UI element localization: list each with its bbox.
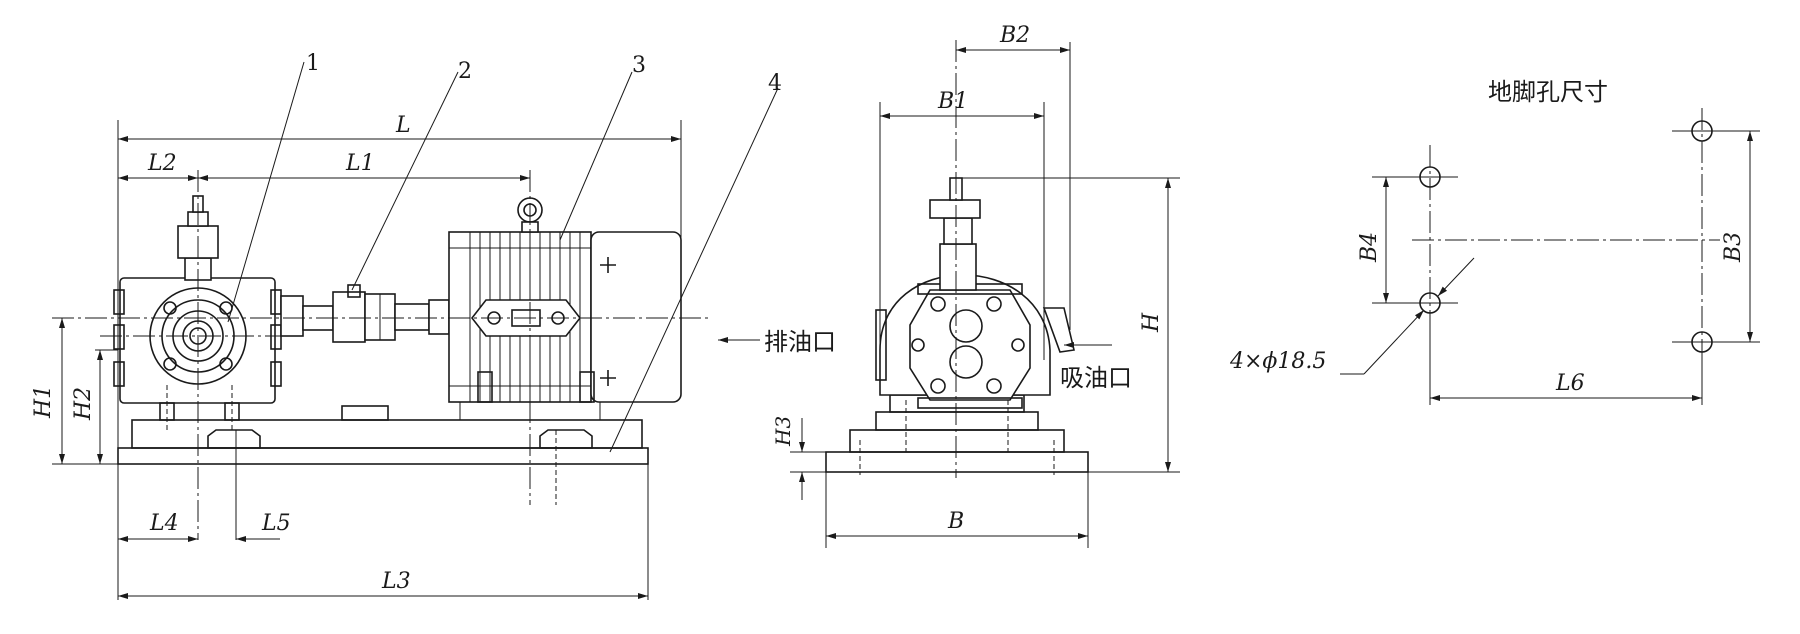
side-base-plate <box>825 451 1089 473</box>
foot-hole-title: 地脚孔尺寸 <box>1488 78 1608 106</box>
dim-H: H <box>1139 312 1164 333</box>
dim-L: L <box>395 113 411 138</box>
dim-B1: B1 <box>937 89 968 114</box>
labels: 1 2 3 4 L L1 L2 L4 L5 L3 H1 H2 B2 B1 B H… <box>31 23 1746 594</box>
base-foot-left <box>207 429 261 449</box>
callout-4: 4 <box>768 71 782 96</box>
foot-hole-layout <box>1340 108 1760 405</box>
dim-B2: B2 <box>999 23 1030 48</box>
hole-spec-label: 4×ϕ18.5 <box>1229 349 1326 374</box>
callout-3: 3 <box>632 53 646 78</box>
base-lug <box>341 405 389 421</box>
dim-H3: H3 <box>771 416 795 447</box>
side-pump-body <box>909 289 1031 401</box>
motor <box>428 197 682 420</box>
dim-H2: H2 <box>71 387 96 421</box>
callout-1: 1 <box>306 51 320 76</box>
dim-L1: L1 <box>345 151 375 176</box>
front-view <box>52 61 779 600</box>
coupling <box>280 284 430 343</box>
callout-2: 2 <box>458 59 472 84</box>
dim-B3: B3 <box>1721 232 1746 263</box>
dim-B: B <box>947 509 964 534</box>
dim-L4: L4 <box>149 511 179 536</box>
suction-label: 吸油口 <box>1060 364 1132 392</box>
dim-L3: L3 <box>381 569 411 594</box>
dim-B4: B4 <box>1357 232 1382 263</box>
dim-L2: L2 <box>147 151 177 176</box>
dim-L5: L5 <box>261 511 291 536</box>
side-view <box>718 40 1180 548</box>
dim-H1: H1 <box>31 385 56 419</box>
discharge-label: 排油口 <box>764 328 836 356</box>
dim-L6: L6 <box>1555 371 1585 396</box>
base-foot-right <box>539 429 593 449</box>
